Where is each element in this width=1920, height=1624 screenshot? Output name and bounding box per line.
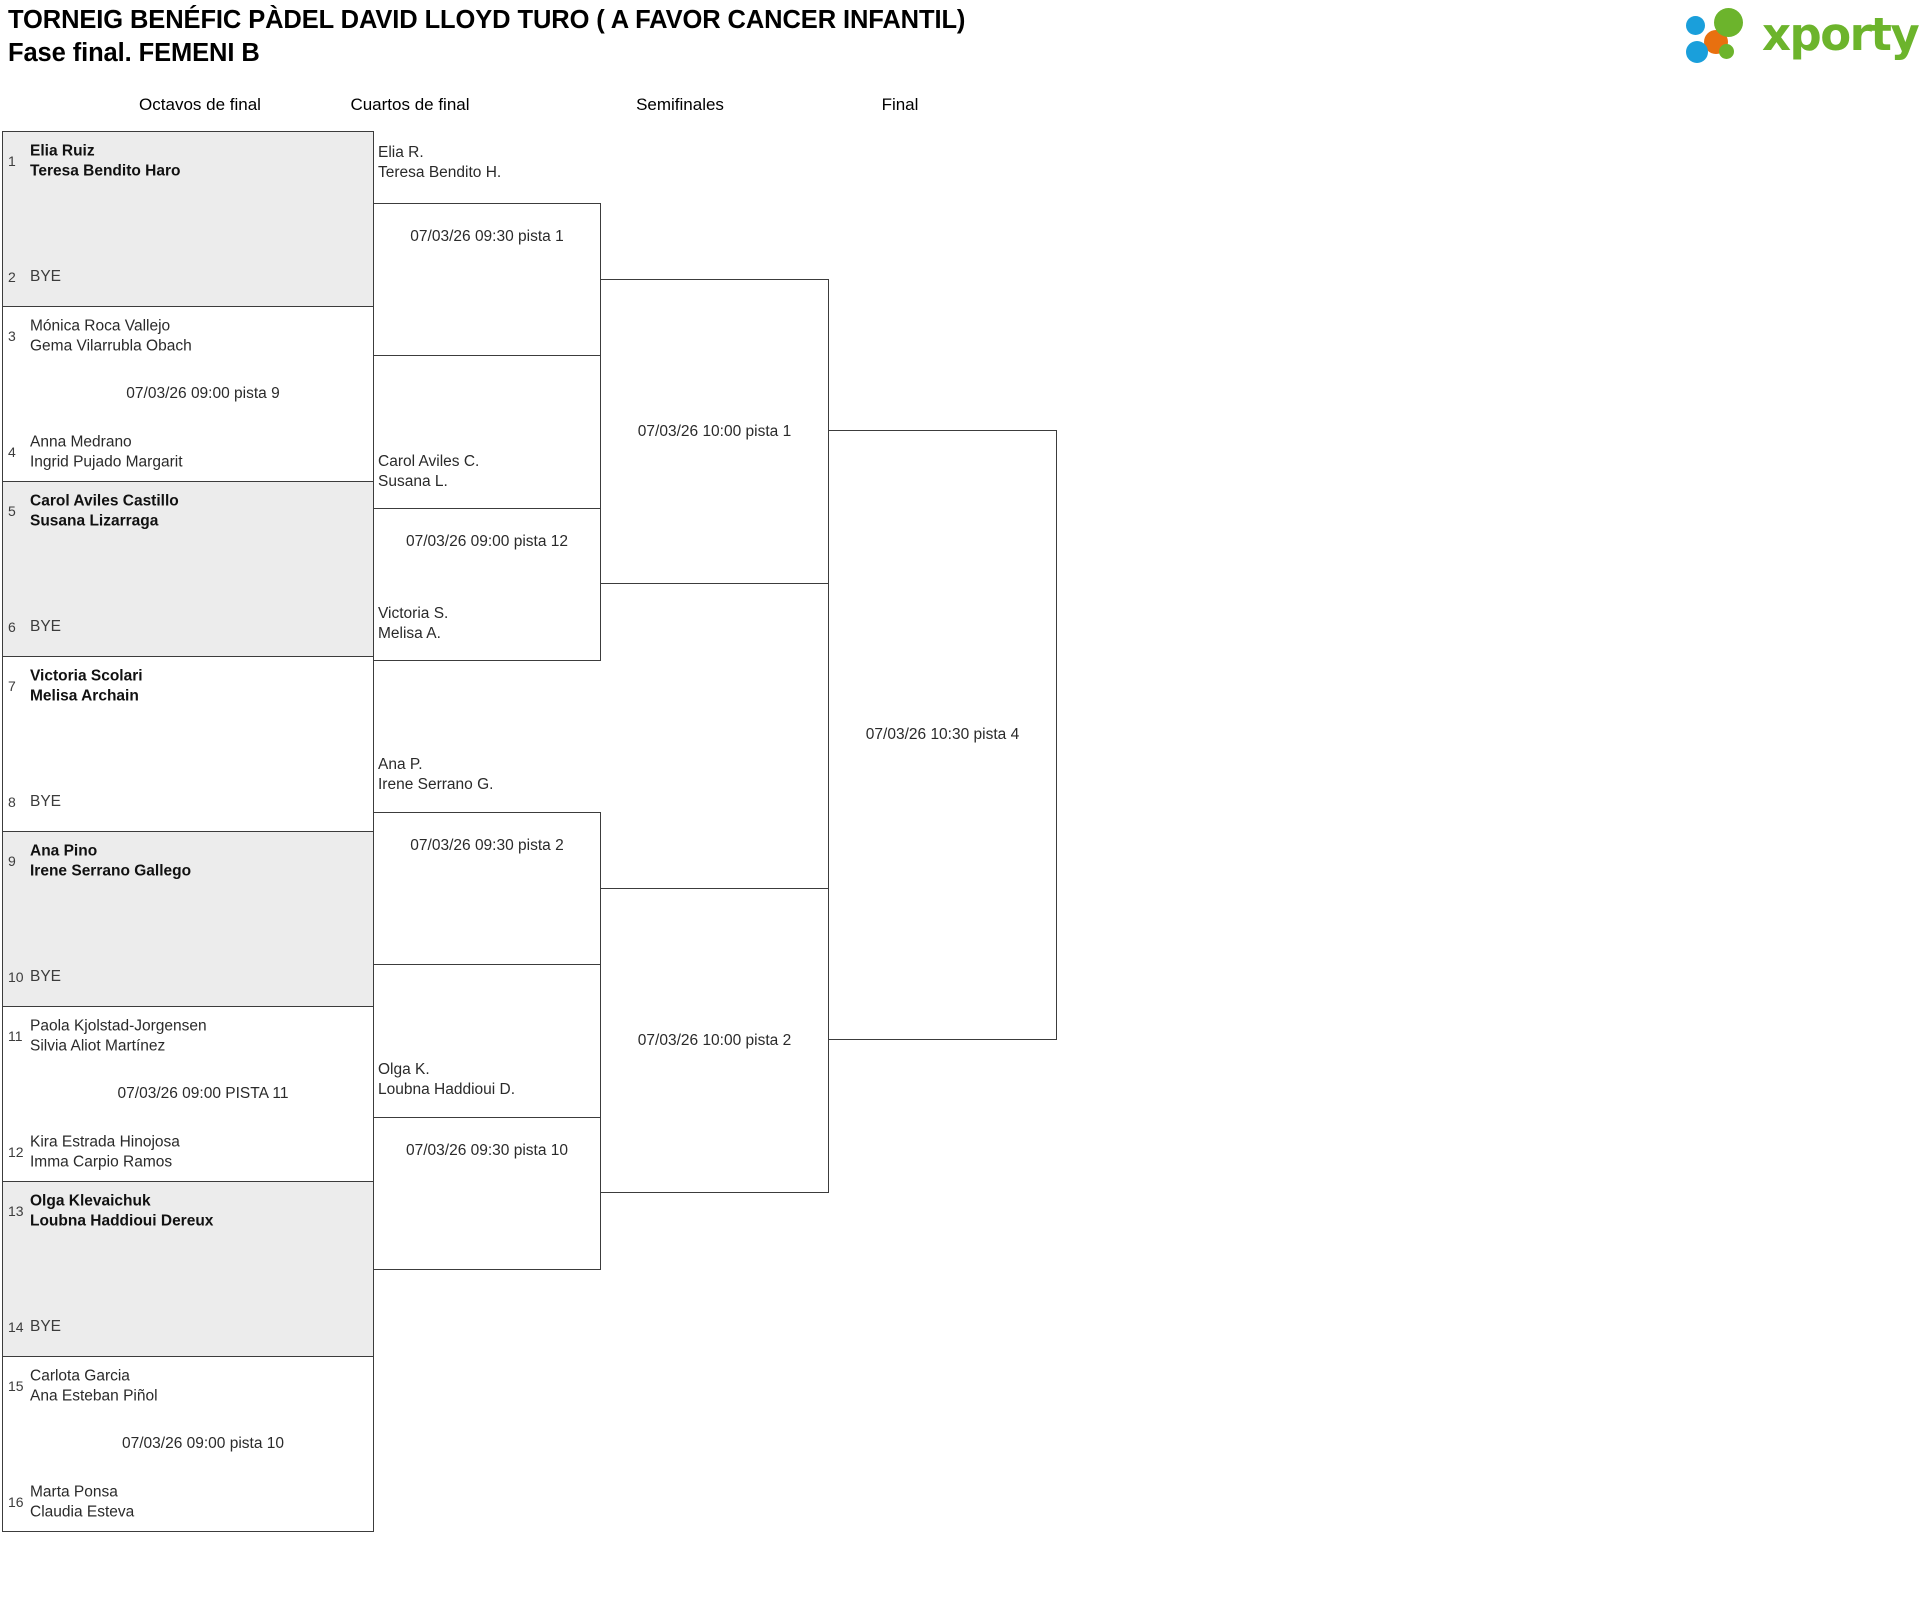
participant-names: BYE [30, 793, 62, 811]
participant-names: Carol Aviles Castillo Susana Lizarraga [30, 492, 179, 529]
seed-number: 15 [8, 1378, 24, 1394]
match-r16-7[interactable]: 13 Olga Klevaichuk Loubna Haddioui Dereu… [2, 1181, 374, 1356]
tournament-title-line2: Fase final. FEMENI B [8, 38, 260, 67]
participant-slot-11[interactable]: 11 Paola Kjolstad-Jorgensen Silvia Aliot… [3, 1007, 373, 1065]
match-sf-1[interactable]: 07/03/26 10:00 pista 1 [600, 279, 829, 584]
match-schedule: 07/03/26 10:00 pista 2 [637, 1031, 792, 1049]
round-header-semifinals: Semifinales [636, 95, 724, 114]
seed-number: 8 [8, 794, 16, 810]
participant-names: Kira Estrada Hinojosa Imma Carpio Ramos [30, 1133, 180, 1170]
participant-names: BYE [30, 618, 62, 636]
seed-number: 2 [8, 269, 16, 285]
round-header-final: Final [881, 95, 919, 114]
participant-names: Paola Kjolstad-Jorgensen Silvia Aliot Ma… [30, 1017, 207, 1054]
match-r16-8[interactable]: 15 Carlota Garcia Ana Esteban Piñol 07/0… [2, 1356, 374, 1532]
seed-number: 16 [8, 1494, 24, 1510]
match-r16-1[interactable]: 1 Elia Ruiz Teresa Bendito Haro 2 BYE [2, 131, 374, 306]
match-qf-1[interactable]: 07/03/26 09:30 pista 1 [373, 203, 601, 356]
seed-number: 4 [8, 444, 16, 460]
match-schedule: 07/03/26 09:00 pista 10 [121, 1435, 285, 1452]
match-r16-3[interactable]: 5 Carol Aviles Castillo Susana Lizarraga… [2, 481, 374, 656]
qf-participant-label-4: Olga K. Loubna Haddioui D. [378, 1061, 516, 1098]
participant-names: Carlota Garcia Ana Esteban Piñol [30, 1367, 158, 1404]
participant-names: Olga Klevaichuk Loubna Haddioui Dereux [30, 1192, 214, 1229]
logo-dots-icon [1686, 8, 1760, 63]
seed-number: 7 [8, 678, 16, 694]
participant-slot-3[interactable]: 3 Mónica Roca Vallejo Gema Vilarrubla Ob… [3, 307, 373, 365]
participant-slot-5[interactable]: 5 Carol Aviles Castillo Susana Lizarraga [3, 482, 373, 540]
seed-number: 3 [8, 328, 16, 344]
participant-names: BYE [30, 268, 62, 286]
seed-number: 5 [8, 503, 16, 519]
match-info-slot: 07/03/26 09:00 pista 9 [3, 365, 373, 423]
participant-names: BYE [30, 968, 62, 986]
participant-names: Anna Medrano Ingrid Pujado Margarit [30, 433, 183, 470]
round-header-quarterfinals: Cuartos de final [350, 95, 470, 114]
match-r16-2[interactable]: 3 Mónica Roca Vallejo Gema Vilarrubla Ob… [2, 306, 374, 481]
participant-names: Victoria Scolari Melisa Archain [30, 667, 143, 704]
match-info-slot: 07/03/26 09:00 pista 10 [3, 1415, 373, 1473]
match-info-slot: 07/03/26 09:00 PISTA 11 [3, 1065, 373, 1123]
participant-slot-4[interactable]: 4 Anna Medrano Ingrid Pujado Margarit [3, 423, 373, 481]
match-qf-2[interactable]: 07/03/26 09:00 pista 12 [373, 508, 601, 661]
match-schedule: 07/03/26 10:30 pista 4 [865, 726, 1020, 743]
seed-number: 12 [8, 1144, 24, 1160]
participant-slot-12[interactable]: 12 Kira Estrada Hinojosa Imma Carpio Ram… [3, 1123, 373, 1181]
qf-participant-label-1: Elia R. Teresa Bendito H. [378, 144, 502, 181]
participant-slot-10[interactable]: 10 BYE [3, 948, 373, 1006]
xporty-logo[interactable]: xporty [1686, 6, 1920, 64]
match-schedule: 07/03/26 09:30 pista 1 [410, 228, 564, 245]
match-info-slot [3, 890, 373, 948]
qf-participant-label-2: Carol Aviles C. Susana L. [378, 453, 480, 490]
participant-slot-6[interactable]: 6 BYE [3, 598, 373, 656]
participant-slot-16[interactable]: 16 Marta Ponsa Claudia Esteva [3, 1473, 373, 1531]
participant-slot-14[interactable]: 14 BYE [3, 1298, 373, 1356]
seed-number: 14 [8, 1319, 24, 1335]
match-info-slot [3, 1240, 373, 1298]
match-schedule: 07/03/26 10:00 pista 1 [637, 422, 792, 440]
match-sf-2[interactable]: 07/03/26 10:00 pista 2 [600, 888, 829, 1193]
match-r16-4[interactable]: 7 Victoria Scolari Melisa Archain 8 BYE [2, 656, 374, 831]
match-info-slot [3, 540, 373, 598]
match-schedule: 07/03/26 09:30 pista 2 [410, 837, 564, 854]
round-header-round-of-16: Octavos de final [139, 95, 261, 114]
participant-names: BYE [30, 1318, 62, 1336]
match-info-slot [3, 715, 373, 773]
tournament-title-line1: TORNEIG BENÉFIC PÀDEL DAVID LLOYD TURO (… [8, 6, 966, 34]
seed-number: 9 [8, 853, 16, 869]
participant-slot-2[interactable]: 2 BYE [3, 248, 373, 306]
match-schedule: 07/03/26 09:00 PISTA 11 [117, 1085, 289, 1102]
logo-wordmark: xporty [1762, 8, 1920, 61]
match-qf-4[interactable]: 07/03/26 09:30 pista 10 [373, 1117, 601, 1270]
seed-number: 1 [8, 153, 16, 169]
participant-slot-7[interactable]: 7 Victoria Scolari Melisa Archain [3, 657, 373, 715]
participant-slot-15[interactable]: 15 Carlota Garcia Ana Esteban Piñol [3, 1357, 373, 1415]
qf-participant-label-3: Ana P. Irene Serrano G. [378, 756, 494, 793]
match-info-slot [3, 190, 373, 248]
match-r16-6[interactable]: 11 Paola Kjolstad-Jorgensen Silvia Aliot… [2, 1006, 374, 1181]
seed-number: 11 [8, 1028, 23, 1044]
participant-names: Mónica Roca Vallejo Gema Vilarrubla Obac… [30, 317, 192, 354]
participant-names: Marta Ponsa Claudia Esteva [30, 1483, 135, 1520]
match-schedule: 07/03/26 09:00 pista 12 [405, 533, 569, 550]
round-of-16-column: 1 Elia Ruiz Teresa Bendito Haro 2 BYE 3 … [2, 131, 374, 1532]
page-title: TORNEIG BENÉFIC PÀDEL DAVID LLOYD TURO (… [8, 4, 1308, 69]
seed-number: 10 [8, 969, 24, 985]
participant-names: Elia Ruiz Teresa Bendito Haro [30, 142, 181, 179]
participant-names: Ana Pino Irene Serrano Gallego [30, 842, 192, 879]
seed-number: 6 [8, 619, 16, 635]
qf-participant-label-victoria: Victoria S. Melisa A. [378, 605, 449, 642]
seed-number: 13 [8, 1203, 24, 1219]
match-qf-3[interactable]: 07/03/26 09:30 pista 2 [373, 812, 601, 965]
match-schedule: 07/03/26 09:30 pista 10 [405, 1142, 569, 1159]
match-final[interactable]: 07/03/26 10:30 pista 4 [828, 430, 1057, 1040]
participant-slot-13[interactable]: 13 Olga Klevaichuk Loubna Haddioui Dereu… [3, 1182, 373, 1240]
participant-slot-8[interactable]: 8 BYE [3, 773, 373, 831]
match-r16-5[interactable]: 9 Ana Pino Irene Serrano Gallego 10 BYE [2, 831, 374, 1006]
participant-slot-1[interactable]: 1 Elia Ruiz Teresa Bendito Haro [3, 132, 373, 190]
match-schedule: 07/03/26 09:00 pista 9 [126, 385, 280, 402]
participant-slot-9[interactable]: 9 Ana Pino Irene Serrano Gallego [3, 832, 373, 890]
